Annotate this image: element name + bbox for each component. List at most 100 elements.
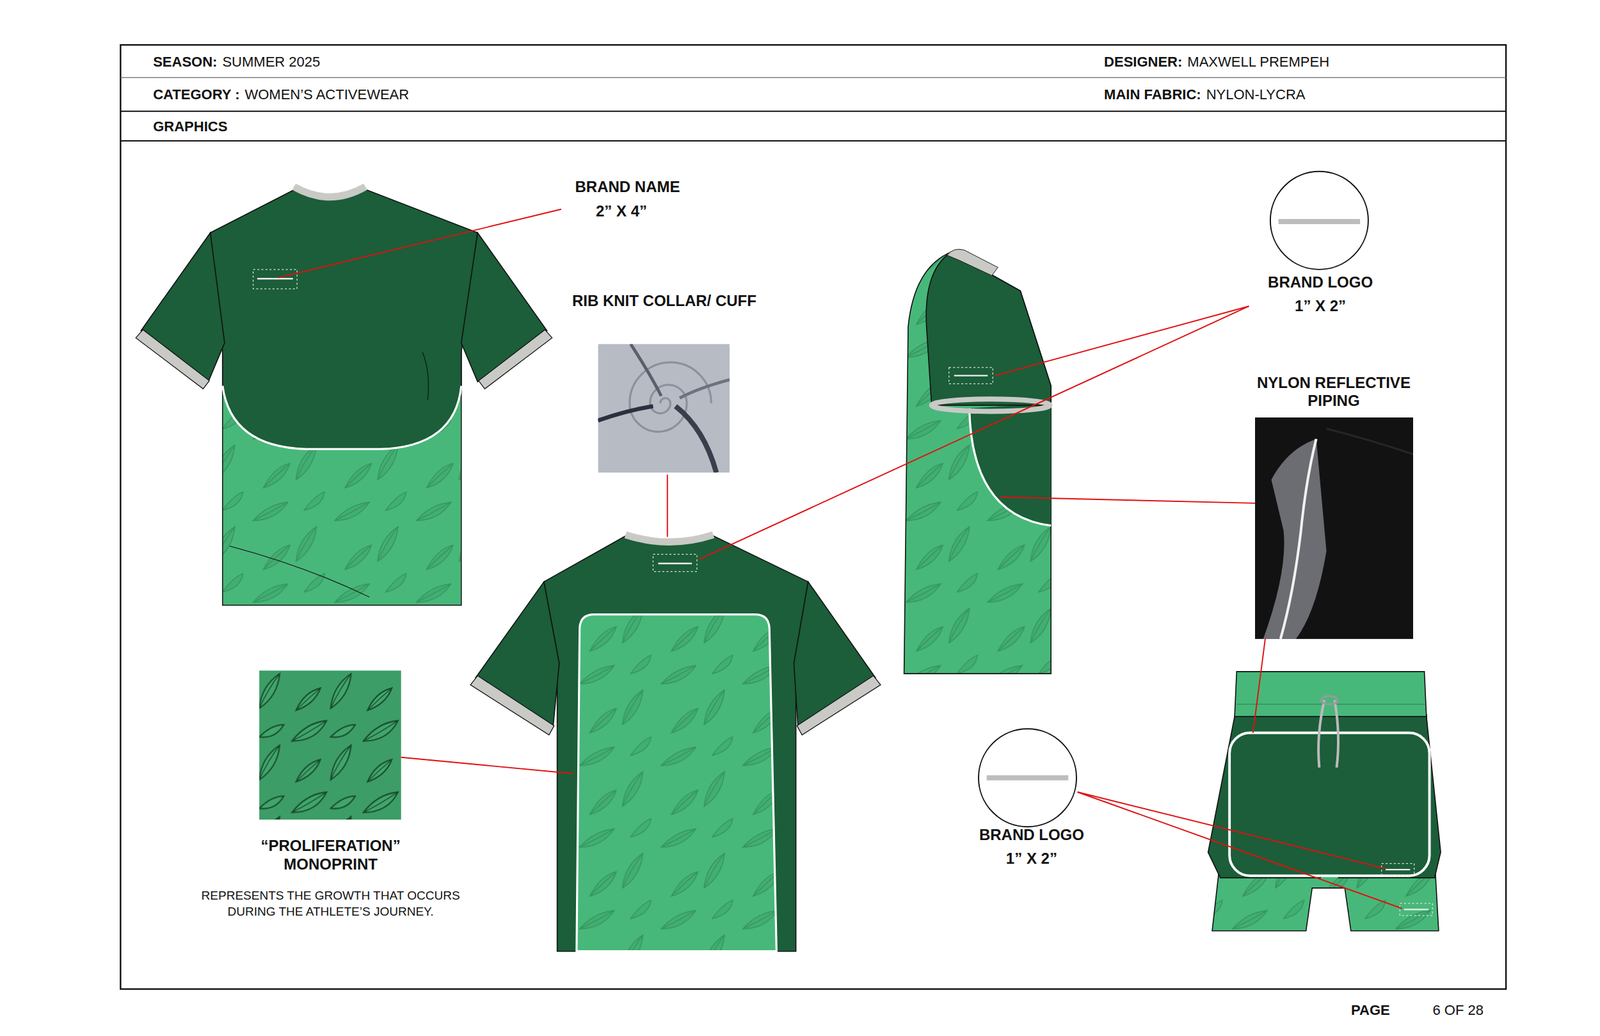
header-key: DESIGNER: bbox=[1104, 53, 1183, 71]
eyelet bbox=[1321, 695, 1339, 704]
logo-mark bbox=[954, 374, 989, 376]
leader-line bbox=[999, 496, 1256, 504]
label-row: SEASON: SUMMER 2025 bbox=[152, 53, 320, 71]
page-label: PAGE bbox=[1351, 1001, 1391, 1019]
page-number: 6 OF 28 bbox=[1432, 1001, 1484, 1019]
leader-line bbox=[1253, 638, 1266, 733]
leader-line bbox=[1077, 791, 1386, 869]
fabric-swatch bbox=[597, 343, 730, 473]
callout-heading: BRAND LOGO bbox=[979, 825, 1085, 845]
label-row: 6 OF 28 bbox=[1432, 1001, 1484, 1019]
leader-line bbox=[278, 209, 562, 278]
logo-mark bbox=[257, 277, 294, 280]
logo-placement bbox=[1381, 863, 1415, 876]
header-value: SUMMER 2025 bbox=[222, 53, 320, 71]
header-key: CATEGORY : bbox=[152, 86, 240, 104]
fabric-fold bbox=[675, 405, 717, 473]
dimension: 2” X 4” bbox=[595, 202, 648, 221]
sleeve-panel bbox=[1263, 438, 1327, 639]
leader-line bbox=[401, 757, 574, 774]
side-panel bbox=[969, 403, 1052, 526]
rib-cuff bbox=[470, 675, 555, 735]
reflective-piping bbox=[969, 408, 1052, 526]
fold-line bbox=[422, 352, 429, 400]
section-heading: GRAPHICS bbox=[152, 117, 228, 135]
print-callout: “PROLIFERATION” MONOPRINT REPRESENTS THE … bbox=[180, 836, 482, 920]
trim-photo bbox=[1255, 417, 1414, 639]
table-rule bbox=[120, 77, 1506, 79]
logo-mark bbox=[657, 562, 692, 564]
photo-ground bbox=[1255, 417, 1414, 639]
callout-heading: BRAND LOGO bbox=[1267, 273, 1373, 292]
header-key: MAIN FABRIC: bbox=[1104, 86, 1202, 104]
callout-heading: “PROLIFERATION” MONOPRINT bbox=[234, 836, 427, 874]
label-row: GRAPHICS bbox=[152, 117, 228, 135]
logo-placement bbox=[949, 367, 994, 384]
logo-detail-circle bbox=[1270, 171, 1369, 270]
table-rule bbox=[120, 110, 1506, 112]
logo-mark bbox=[1385, 868, 1410, 870]
drawstring bbox=[1334, 700, 1339, 768]
rib-collar bbox=[625, 534, 713, 542]
shirt-sleeve bbox=[926, 252, 1051, 406]
drawstring bbox=[1318, 700, 1325, 768]
rib-cuff bbox=[478, 329, 553, 389]
logo-mark bbox=[1404, 908, 1429, 910]
shirt-sleeve bbox=[461, 232, 548, 382]
logo-placement bbox=[652, 554, 697, 572]
header-key: SEASON: bbox=[152, 53, 217, 71]
print-swatch bbox=[259, 670, 402, 820]
header-value: NYLON-LYCRA bbox=[1206, 86, 1306, 104]
fabric-fold bbox=[679, 379, 730, 399]
logo-mark bbox=[986, 775, 1069, 781]
rib-collar bbox=[947, 248, 999, 276]
label-row: CATEGORY :WOMEN’S ACTIVEWEAR bbox=[152, 86, 409, 104]
dimension: 1” X 2” bbox=[1006, 849, 1058, 868]
label-row: DESIGNER:MAXWELL PREMPEH bbox=[1104, 53, 1330, 71]
reflective-piping bbox=[222, 385, 462, 450]
header-value: WOMEN’S ACTIVEWEAR bbox=[244, 86, 409, 104]
seam-line bbox=[229, 545, 370, 598]
fabric-fold bbox=[597, 405, 653, 420]
callout-heading: BRAND NAME bbox=[575, 177, 681, 196]
leader-lines bbox=[278, 209, 1402, 909]
print-panel bbox=[576, 614, 777, 952]
rib-cuff bbox=[135, 329, 210, 389]
leader-line bbox=[698, 305, 1249, 559]
label-row: 2” X 4” bbox=[595, 202, 648, 221]
shirt-side bbox=[904, 252, 1052, 674]
fabric-callout: RIB KNIT COLLAR/ CUFF bbox=[568, 291, 761, 311]
leader-line bbox=[666, 474, 669, 537]
logo-callout: BRAND LOGO 1” X 2” bbox=[979, 825, 1085, 868]
shirt-back bbox=[544, 534, 809, 951]
leader-line bbox=[1077, 791, 1403, 909]
shirt-sleeve bbox=[140, 232, 225, 382]
trim-callout: NYLON REFLECTIVE PIPING bbox=[1237, 373, 1430, 411]
label-row: PAGE bbox=[1351, 1001, 1391, 1019]
logo-placement bbox=[1399, 903, 1433, 916]
page-frame bbox=[120, 44, 1506, 989]
reflective-piping bbox=[1280, 438, 1317, 639]
callout-heading: RIB KNIT COLLAR/ CUFF bbox=[568, 291, 761, 311]
logo-placement bbox=[253, 269, 298, 289]
shorts-liner bbox=[1212, 714, 1439, 931]
rib-cuff bbox=[796, 675, 881, 735]
waistband bbox=[1234, 671, 1427, 717]
label-row: BRAND NAME bbox=[575, 177, 681, 196]
callout-heading: NYLON REFLECTIVE PIPING bbox=[1237, 373, 1430, 411]
logo-mark bbox=[1278, 218, 1361, 224]
logo-detail-circle bbox=[978, 728, 1077, 827]
logo-callout: BRAND LOGO1” X 2” bbox=[1267, 273, 1373, 316]
garment-seam bbox=[1326, 428, 1414, 455]
header-value: MAXWELL PREMPEH bbox=[1187, 53, 1330, 71]
fabric-swirl bbox=[629, 362, 712, 432]
print-description: REPRESENTS THE GROWTH THAT OCCURS DURING… bbox=[180, 887, 482, 920]
rib-cuff bbox=[931, 398, 1051, 411]
label-row: MAIN FABRIC:NYLON-LYCRA bbox=[1104, 86, 1305, 104]
rib-collar bbox=[293, 186, 366, 198]
fabric-ground bbox=[597, 343, 730, 473]
shirt-yoke bbox=[210, 187, 479, 449]
